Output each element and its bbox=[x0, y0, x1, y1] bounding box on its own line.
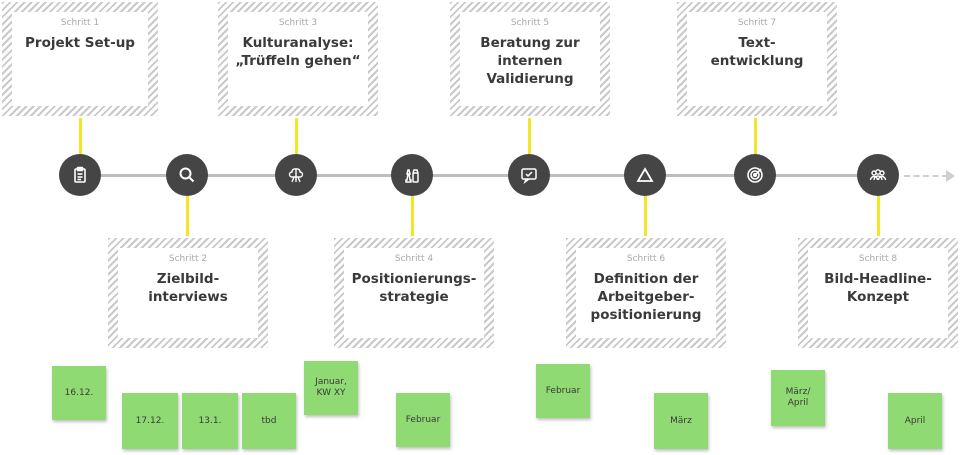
chat-check-icon bbox=[521, 168, 537, 185]
sticky-note: 16.12. bbox=[52, 366, 106, 420]
step-box-4: Schritt 4 Positionierungs- strategie bbox=[334, 238, 494, 348]
connector-step-4 bbox=[411, 196, 414, 236]
node-step-7[interactable] bbox=[734, 154, 776, 196]
step-label: Schritt 7 bbox=[737, 18, 777, 28]
sticky-note: März/ April bbox=[771, 370, 825, 426]
sticky-note: tbd bbox=[242, 393, 296, 449]
step-label: Schritt 4 bbox=[394, 254, 434, 264]
sticky-note: 17.12. bbox=[122, 393, 178, 449]
sticky-note: Februar bbox=[536, 364, 590, 418]
step-box-3: Schritt 3 Kulturanalyse: „Trüffeln gehen… bbox=[218, 2, 378, 116]
sticky-note: Februar bbox=[396, 393, 450, 447]
search-icon bbox=[179, 167, 195, 183]
node-step-3[interactable] bbox=[275, 154, 317, 196]
sticky-note: März bbox=[654, 393, 708, 449]
step-label: Schritt 3 bbox=[278, 18, 318, 28]
step-box-8: Schritt 8 Bild-Headline- Konzept bbox=[798, 238, 958, 348]
step-box-5: Schritt 5 Beratung zur internen Validier… bbox=[450, 2, 610, 116]
step-label: Schritt 6 bbox=[626, 254, 666, 264]
sticky-note: April bbox=[888, 393, 942, 449]
connector-step-5 bbox=[528, 118, 531, 154]
node-step-4[interactable] bbox=[391, 154, 433, 196]
node-step-8[interactable] bbox=[857, 154, 899, 196]
step-label: Schritt 2 bbox=[168, 254, 208, 264]
node-step-2[interactable] bbox=[166, 154, 208, 196]
node-step-5[interactable] bbox=[508, 154, 550, 196]
node-step-1[interactable] bbox=[59, 154, 101, 196]
connector-step-7 bbox=[754, 118, 757, 154]
clipboard-icon bbox=[74, 166, 86, 183]
step-box-2: Schritt 2 Zielbild- interviews bbox=[108, 238, 268, 348]
step-title: Beratung zur internen Validierung bbox=[480, 35, 580, 87]
step-label: Schritt 5 bbox=[510, 18, 550, 28]
timeline-arrow-dash bbox=[904, 175, 948, 177]
connector-step-1 bbox=[79, 118, 82, 154]
connector-step-2 bbox=[186, 196, 189, 236]
triangle-icon bbox=[636, 167, 654, 182]
step-label: Schritt 8 bbox=[858, 254, 898, 264]
timeline-line bbox=[80, 174, 880, 177]
step-box-6: Schritt 6 Definition der Arbeitgeber- po… bbox=[566, 238, 726, 348]
node-step-6[interactable] bbox=[624, 154, 666, 196]
sticky-note: Januar, KW XY bbox=[304, 361, 358, 415]
people-icon bbox=[869, 169, 887, 181]
chess-icon bbox=[405, 169, 419, 183]
step-label: Schritt 1 bbox=[60, 18, 100, 28]
step-box-1: Schritt 1 Projekt Set-up bbox=[2, 2, 158, 116]
step-title: Kulturanalyse: „Trüffeln gehen“ bbox=[235, 35, 361, 69]
connector-step-6 bbox=[644, 196, 647, 236]
sticky-note: 13.1. bbox=[182, 393, 238, 449]
target-icon bbox=[747, 167, 763, 183]
step-title: Zielbild- interviews bbox=[148, 271, 228, 305]
brain-icon bbox=[288, 168, 304, 183]
connector-step-8 bbox=[877, 196, 880, 236]
step-box-7: Schritt 7 Text- entwicklung bbox=[677, 2, 837, 116]
connector-step-3 bbox=[295, 118, 298, 154]
step-title: Definition der Arbeitgeber- positionieru… bbox=[590, 271, 702, 323]
step-title: Text- entwicklung bbox=[710, 35, 804, 69]
step-title: Projekt Set-up bbox=[25, 35, 135, 51]
step-title: Bild-Headline- Konzept bbox=[824, 271, 932, 305]
step-title: Positionierungs- strategie bbox=[351, 271, 477, 305]
timeline-arrow-head bbox=[946, 170, 955, 182]
